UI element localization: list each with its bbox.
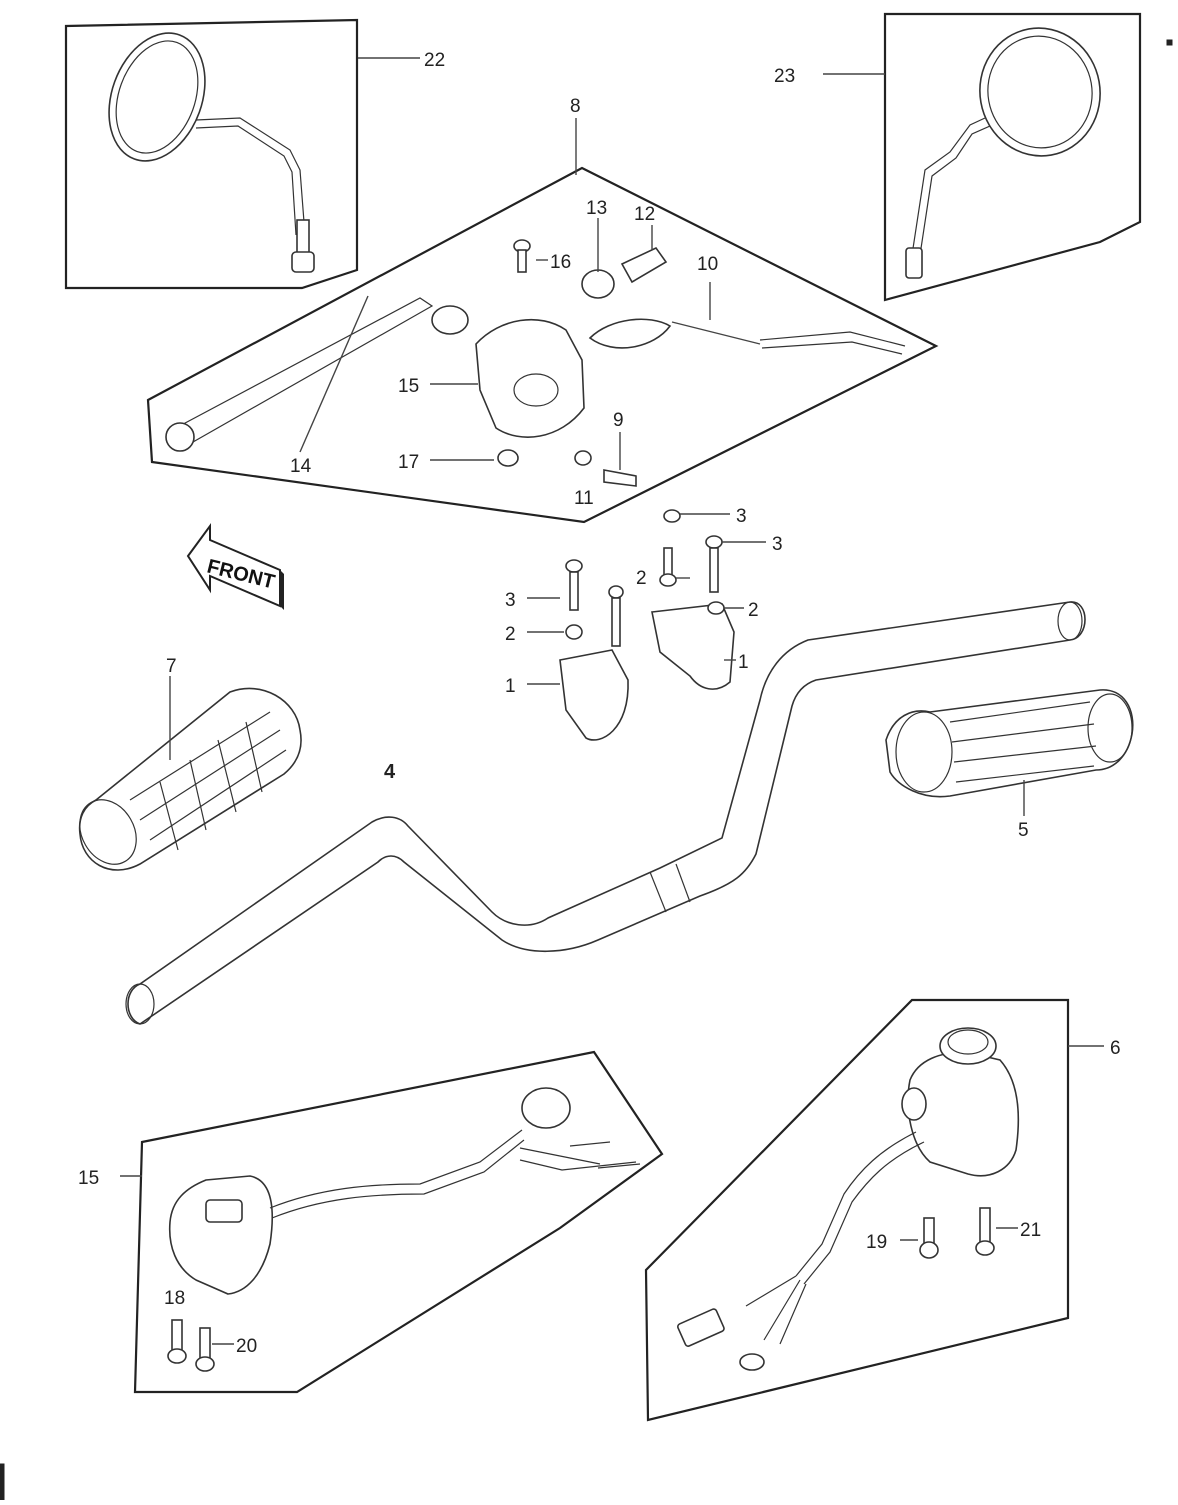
- label-4: 4: [384, 761, 396, 783]
- clutch-lever-parts: [165, 239, 906, 487]
- front-direction-sign: FRONT: [186, 522, 284, 610]
- label-10: 10: [697, 254, 718, 275]
- label-3-left: 3: [505, 590, 516, 611]
- label-16: 16: [550, 252, 571, 273]
- right-switch-part: [677, 1027, 1020, 1371]
- label-9: 9: [613, 410, 624, 431]
- handlebar-part: [125, 601, 1086, 1025]
- label-2-right: 2: [748, 600, 759, 621]
- grip-right-part: [885, 689, 1134, 816]
- label-3-right: 3: [772, 534, 783, 555]
- label-18: 18: [164, 1288, 185, 1309]
- label-7: 7: [166, 656, 177, 677]
- label-23: 23: [774, 66, 795, 87]
- mirror-left-panel: [64, 18, 420, 290]
- label-8: 8: [570, 96, 581, 117]
- label-5: 5: [1018, 820, 1029, 841]
- mirror-right-part: [905, 27, 1101, 279]
- label-22: 22: [424, 50, 445, 71]
- label-14: 14: [290, 456, 312, 477]
- label-11: 11: [574, 488, 594, 509]
- label-1-left: 1: [505, 676, 516, 697]
- mirror-left-part: [108, 32, 315, 273]
- label-13: 13: [586, 198, 607, 219]
- label-15-top: 15: [398, 376, 419, 397]
- label-3-top: 3: [736, 506, 747, 527]
- part-labels: 22 23 8 13 12 16 10 15 9 14 17 11 3 3 2 …: [78, 50, 1121, 1357]
- label-17: 17: [398, 452, 419, 473]
- mirror-right-panel: [823, 12, 1173, 302]
- label-2-left: 2: [505, 624, 516, 645]
- label-21: 21: [1020, 1220, 1041, 1241]
- left-switch-panel: [120, 1050, 664, 1394]
- label-19: 19: [866, 1232, 887, 1253]
- page-edge-mark: [0, 1463, 5, 1501]
- label-1-right: 1: [738, 652, 749, 673]
- left-switch-part: [167, 1087, 641, 1372]
- grip-left-part: [78, 676, 302, 871]
- label-15-bottom: 15: [78, 1168, 99, 1189]
- label-12: 12: [634, 204, 655, 225]
- label-2-mid: 2: [636, 568, 647, 589]
- handlebar-holder-parts: [527, 509, 766, 741]
- clutch-lever-panel: [146, 118, 939, 524]
- label-6: 6: [1110, 1038, 1121, 1059]
- label-20: 20: [236, 1336, 257, 1357]
- right-switch-panel: [644, 998, 1104, 1422]
